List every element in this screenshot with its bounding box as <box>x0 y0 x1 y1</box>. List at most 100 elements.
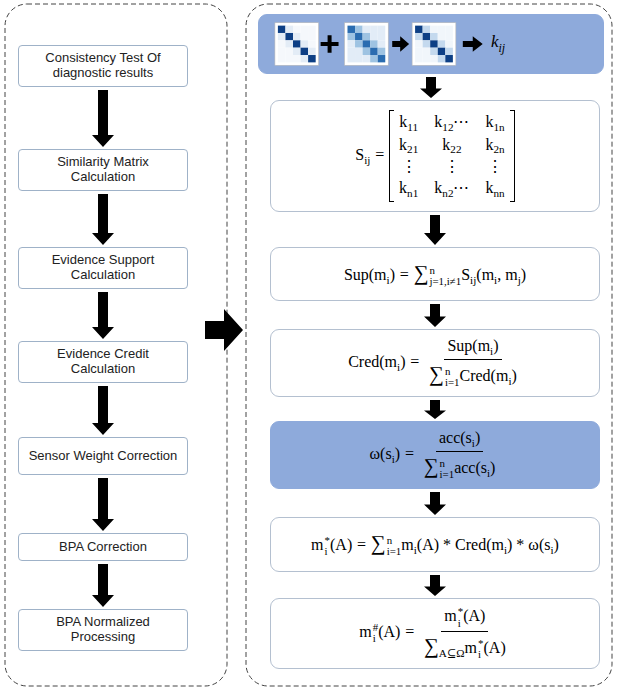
formula-part: k <box>491 32 499 51</box>
script-stack: ni=1 <box>440 458 455 481</box>
heatmap-cell <box>423 26 431 33</box>
matrix-grid: k11k12⋯k1nk21k22k2n⋮⋮⋮kn1kn2⋯knn <box>399 112 505 201</box>
formula-part: * <box>458 606 463 617</box>
heatmap-cell <box>293 55 301 62</box>
heatmap-cell <box>347 55 355 62</box>
formula-box: ω(si)=acc(si)∑ni=1acc(si) <box>270 421 600 489</box>
flow-arrow <box>92 194 114 245</box>
formula-part: m <box>359 623 371 640</box>
formula-part: i <box>397 361 400 373</box>
formula-part: 1n <box>493 121 504 133</box>
box-label: Similarity Matrix Calculation <box>25 155 181 185</box>
formula-part: n1 <box>407 187 418 199</box>
formula-part: i <box>414 544 417 556</box>
formula-part: ω(s <box>370 445 392 462</box>
formula-part: ∑ <box>429 362 444 385</box>
formula-part: n <box>387 535 402 546</box>
heatmap-cell <box>415 48 423 55</box>
formula-part: ) * ω(s <box>507 536 550 553</box>
heatmap-cell <box>445 55 453 62</box>
heatmap-cell <box>423 48 431 55</box>
formula-part: n <box>440 458 455 469</box>
heatmap-cell <box>355 48 363 55</box>
formula-part: , m <box>497 266 517 283</box>
formula-part: i=1 <box>445 377 460 388</box>
formula-part: i <box>458 618 463 629</box>
matrix-cell: k2n <box>485 135 504 157</box>
heatmap-cell <box>423 55 431 62</box>
heatmap-cell <box>355 55 363 62</box>
heatmap-cell <box>355 40 363 47</box>
thumbnail-frame <box>345 23 389 66</box>
thumbnail-cells <box>275 23 456 66</box>
flow-arrow <box>92 292 114 339</box>
fraction: acc(si)∑ni=1acc(si) <box>421 429 499 481</box>
script-stack: ni=1 <box>387 535 402 558</box>
script-stack: nj=1,i≠1 <box>429 265 461 288</box>
denominator: ∑A⊆Ωm*i(A) <box>421 632 509 661</box>
heatmap-cell <box>347 40 355 47</box>
formula-part: acc(s <box>439 429 472 446</box>
heatmap-cell <box>430 55 438 62</box>
heatmap-cell <box>293 40 301 47</box>
formula: Sup(mi)=∑nj=1,i≠1Sij(mi, mj) <box>344 261 526 288</box>
heatmap-cell <box>378 48 386 55</box>
formula-part: 22 <box>450 143 461 155</box>
heatmap-cell <box>347 48 355 55</box>
matrix-cell: ⋮ <box>401 157 417 177</box>
flow-arrow <box>420 77 442 98</box>
formula-part: ) <box>554 536 559 553</box>
formula-part: (A) <box>463 607 485 624</box>
matrix-cell: k12⋯ <box>434 112 469 134</box>
heatmap-cell <box>445 26 453 33</box>
heatmap-cell <box>347 26 355 33</box>
heatmap-cell <box>445 48 453 55</box>
heatmap-cell <box>438 26 446 33</box>
flow-arrow <box>424 575 446 596</box>
formula-part: ⋯ <box>453 113 469 130</box>
formula-part: i <box>504 544 507 556</box>
heatmap-cell <box>430 40 438 47</box>
heatmap-cell <box>355 33 363 40</box>
formula-part: (m <box>476 266 494 283</box>
formula: m#i(A)=m*i(A)∑A⊆Ωm*i(A) <box>359 606 510 661</box>
numerator: acc(si) <box>436 429 483 452</box>
formula-part: ) <box>395 445 400 462</box>
formula-part: k <box>442 136 450 153</box>
formula-part: acc(s <box>454 459 487 476</box>
formula-part: k <box>399 179 407 196</box>
formula-box: kij <box>258 14 604 74</box>
matrix-cell: k11 <box>399 112 418 134</box>
process-box: BPA Normalized Processing <box>18 609 188 651</box>
heatmap-cell <box>285 33 293 40</box>
formula-part: * <box>478 638 483 649</box>
formula-part: ) <box>475 429 480 446</box>
formula-part: j <box>518 274 521 286</box>
thumb-arrow <box>463 36 483 51</box>
box-text: Sensor Weight Correction <box>29 449 178 464</box>
formula-part: Cred(m <box>348 353 397 370</box>
formula-part: ∑ <box>371 531 386 554</box>
numerator: m*i(A) <box>441 606 488 632</box>
formula-box: Sup(mi)=∑nj=1,i≠1Sij(mi, mj) <box>270 247 600 301</box>
heatmap-cell <box>285 48 293 55</box>
heatmap-cell <box>415 40 423 47</box>
formula-part: ) <box>493 337 498 354</box>
script-stack: #i <box>373 622 378 645</box>
formula-part: ⋮ <box>487 158 503 175</box>
formula-part: i <box>508 375 511 387</box>
heatmap-cell <box>423 33 431 40</box>
formula-part: ) <box>400 353 405 370</box>
formula-part: # <box>373 622 378 633</box>
heatmap-cell <box>347 33 355 40</box>
formula-part: ∑ <box>424 454 439 477</box>
heatmap-cell <box>370 26 378 33</box>
formula-part: = <box>410 353 419 370</box>
formula-part: ⋮ <box>401 158 417 175</box>
formula-part: k <box>434 113 442 130</box>
heatmap-cell <box>308 33 316 40</box>
heatmap-cell <box>301 26 309 33</box>
formula-part: m <box>465 639 477 656</box>
formula-part: i <box>387 274 390 286</box>
formula-part: = <box>375 146 384 163</box>
